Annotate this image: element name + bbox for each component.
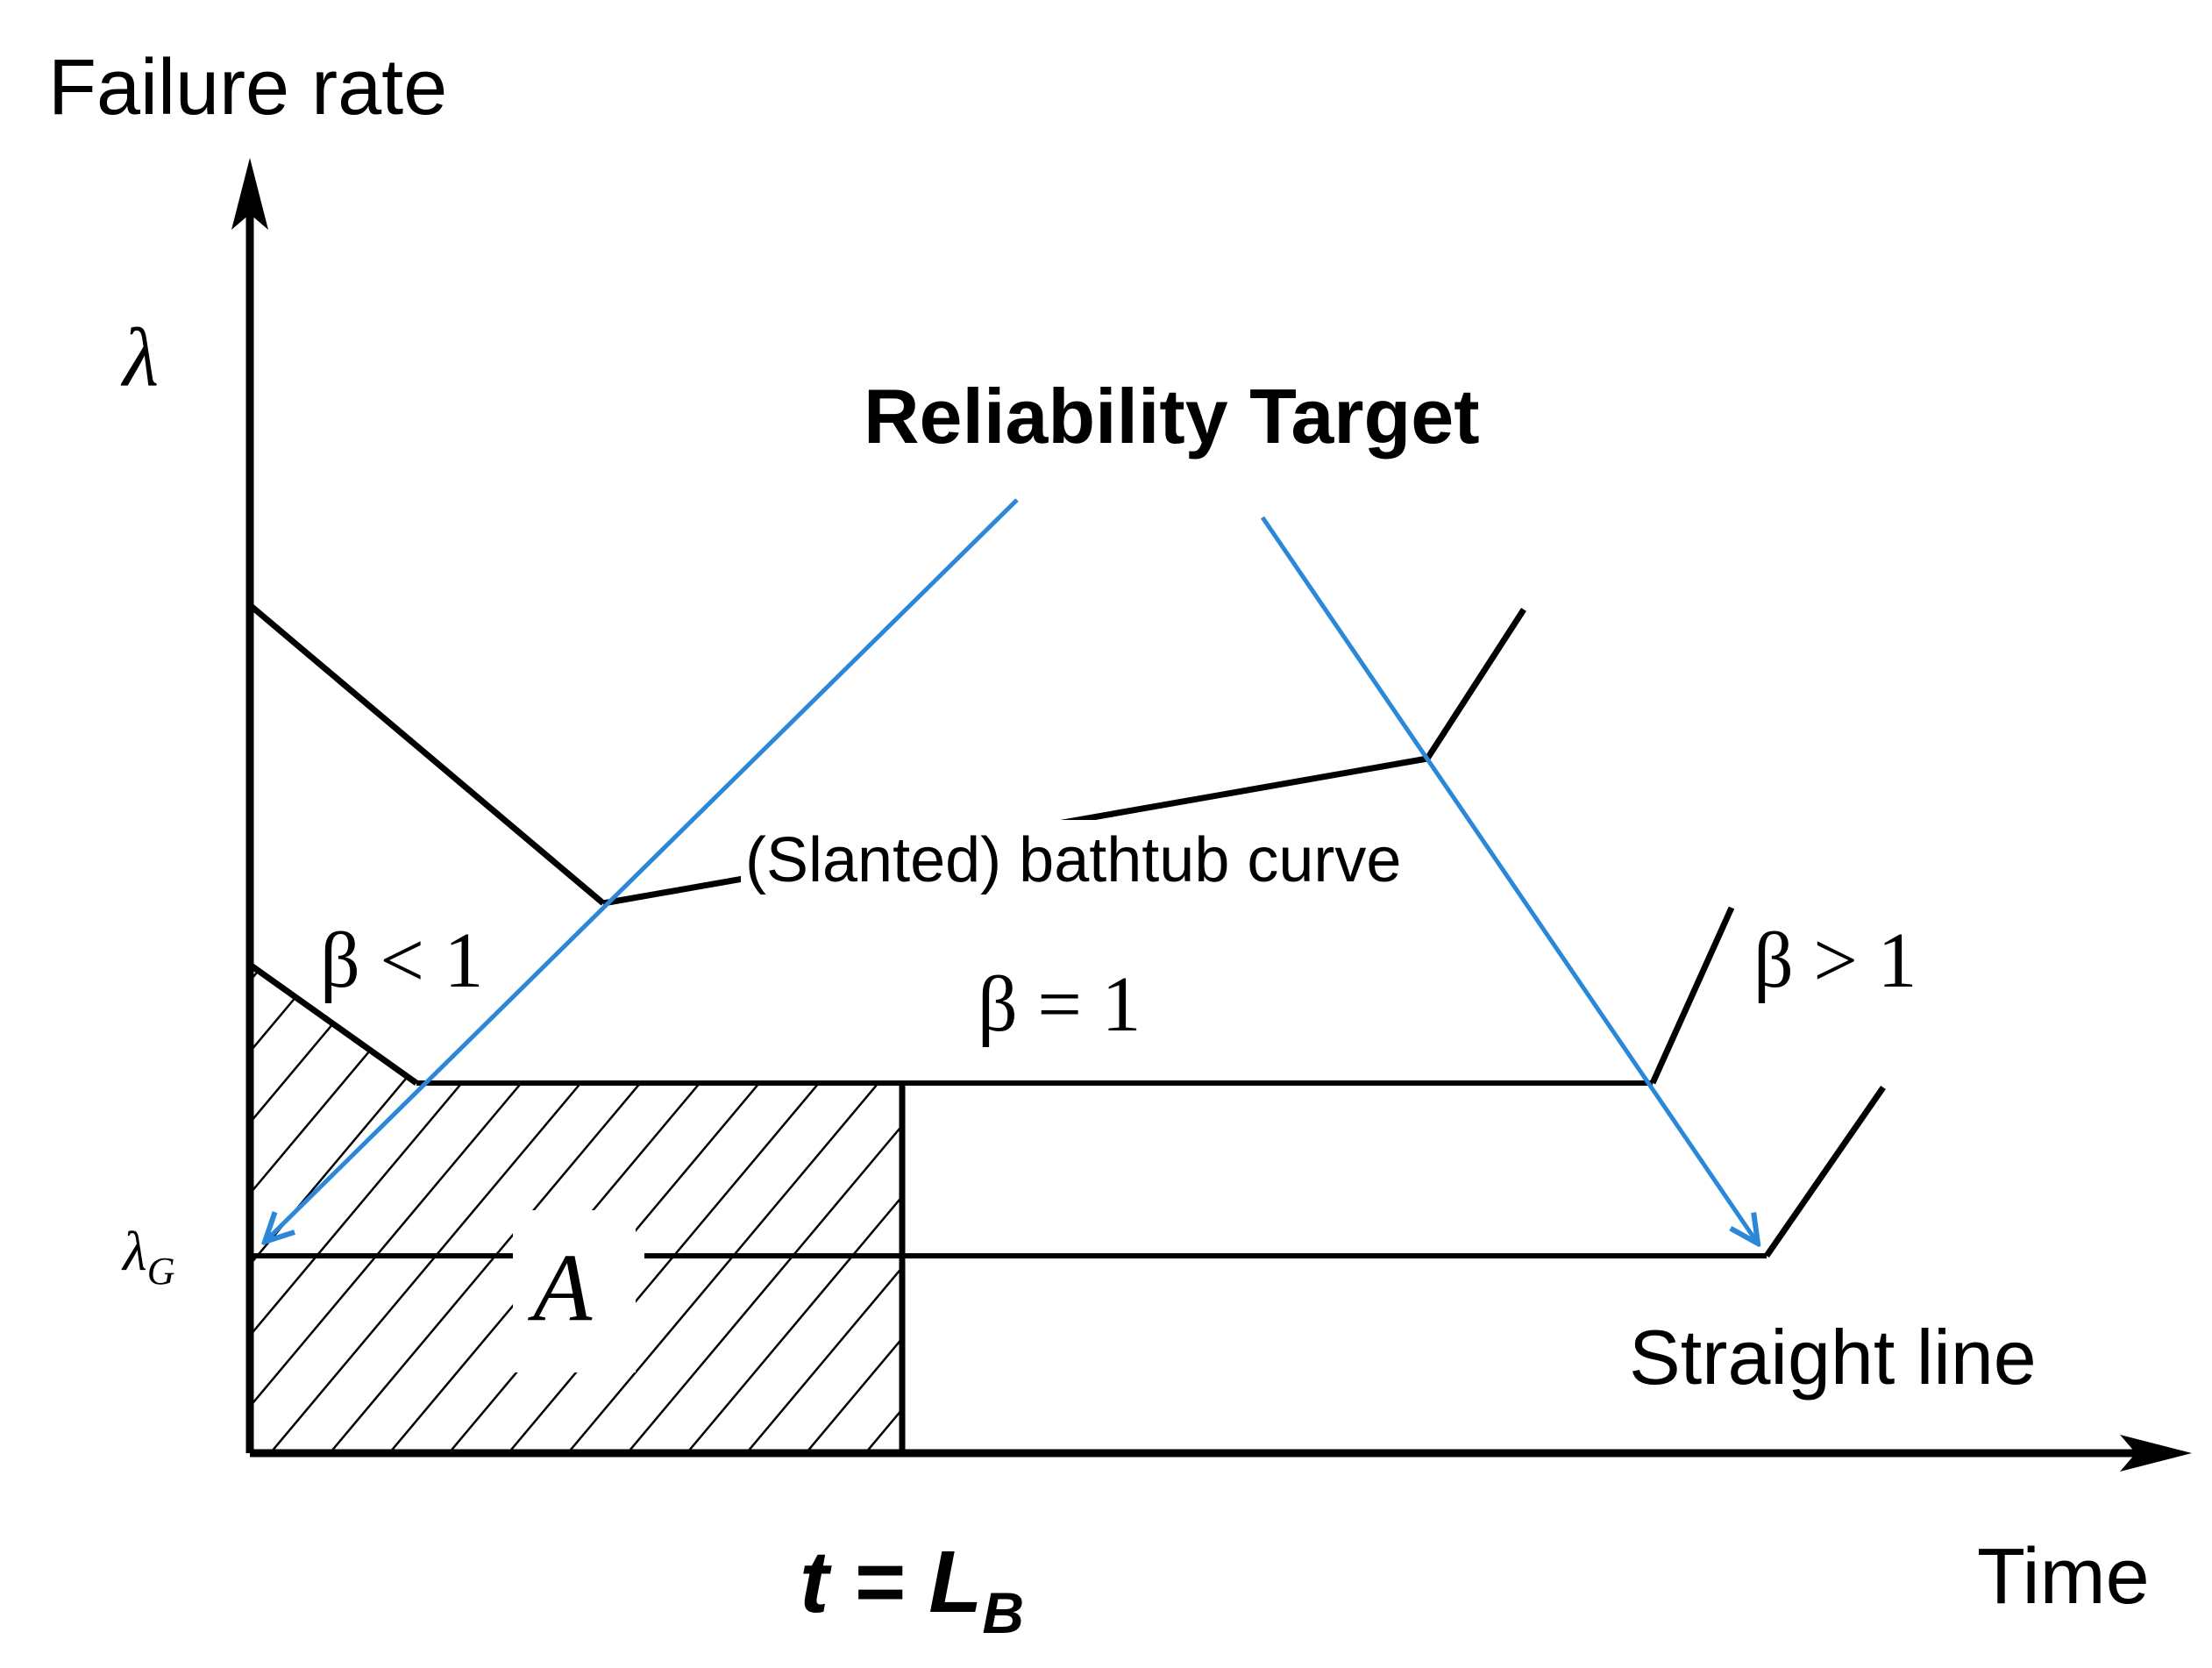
beta-greater-label: β > 1 (1753, 917, 1917, 1004)
lambda-g-main: λ (121, 1220, 147, 1282)
t-lb-main: t = L (800, 1533, 982, 1631)
y-axis-title: Failure rate (48, 44, 447, 132)
area-label-background (513, 1210, 636, 1372)
beta-equal-label: β = 1 (978, 961, 1142, 1048)
t-lb-subscript: B (982, 1580, 1024, 1645)
straight-line-label: Straight line (1629, 1314, 2037, 1401)
bathtub-early-decline (247, 602, 606, 906)
straight-line-wearout (1764, 1086, 1886, 1258)
beta-one-wearout (1649, 906, 1735, 1085)
beta-one-early-decline (247, 962, 419, 1086)
bathtub-label-background (741, 820, 1442, 899)
reliability-target-label: Reliability Target (864, 373, 1480, 460)
area-label: A (527, 1234, 593, 1341)
lambda-g-subscript: G (147, 1250, 175, 1293)
target-arrow-left (265, 498, 1019, 1242)
t-lb-label: t = LB (800, 1533, 1024, 1645)
target-arrow-right (1260, 516, 1758, 1244)
lambda-symbol: λ (120, 311, 159, 404)
beta-less-label: β < 1 (320, 917, 484, 1004)
x-axis-title: Time (1977, 1533, 2150, 1621)
bathtub-wearout (1425, 608, 1526, 760)
lambda-g-label: λG (121, 1220, 175, 1293)
y-axis-arrowhead (231, 158, 268, 230)
bathtub-curve-label: (Slanted) bathtub curve (745, 825, 1401, 895)
x-axis-arrowhead (2120, 1435, 2192, 1472)
